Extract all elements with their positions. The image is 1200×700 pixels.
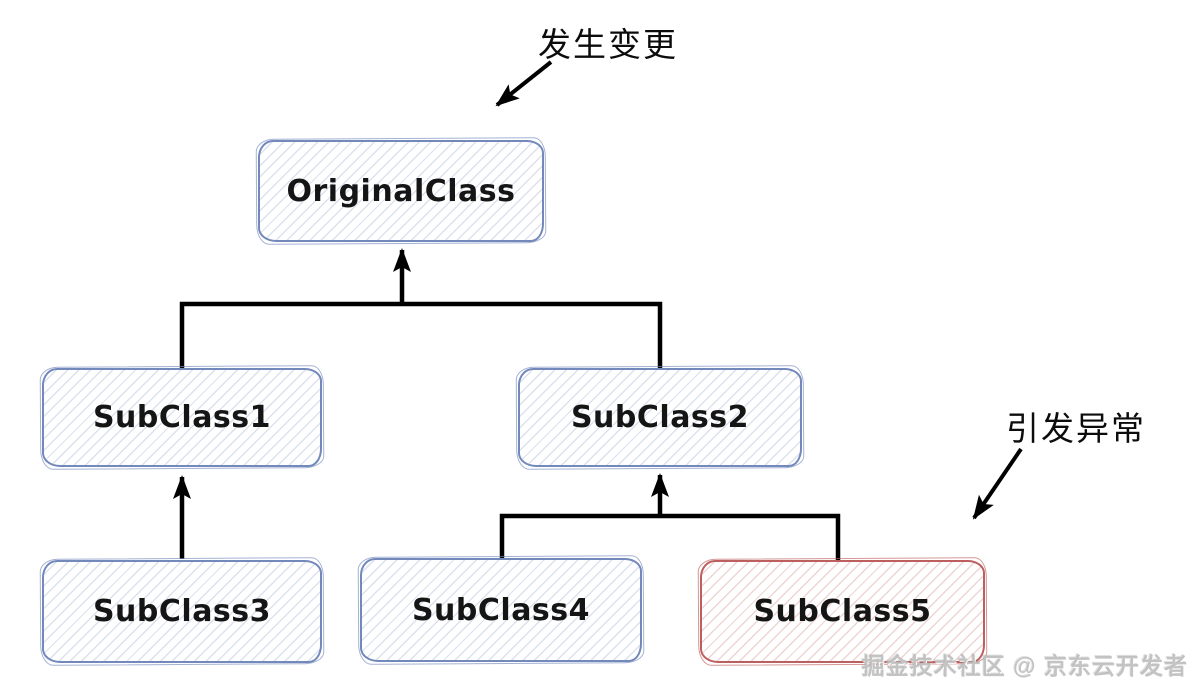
annotation-exception-label: 引发异常 bbox=[1006, 410, 1146, 447]
class-box-label: SubClass1 bbox=[92, 400, 272, 435]
class-box-subclass1: SubClass1 bbox=[42, 368, 322, 467]
class-box-label: SubClass2 bbox=[570, 400, 750, 435]
class-box-label: SubClass3 bbox=[92, 594, 272, 629]
class-box-originalclass: OriginalClass bbox=[258, 140, 544, 242]
annotation-exception-arrow bbox=[972, 447, 1023, 520]
class-box-subclass5: SubClass5 bbox=[700, 560, 985, 663]
class-box-label: SubClass4 bbox=[411, 592, 591, 628]
annotation-change-label: 发生变更 bbox=[538, 26, 678, 63]
class-box-subclass3: SubClass3 bbox=[42, 560, 322, 663]
class-box-label: SubClass5 bbox=[753, 594, 932, 629]
class-box-subclass2: SubClass2 bbox=[518, 368, 802, 467]
edge-sub1-sub2-to-original bbox=[179, 248, 663, 370]
annotation-change-arrow bbox=[495, 60, 553, 107]
watermark: 掘金技术社区 @ 京东云开发者 bbox=[861, 653, 1188, 679]
class-box-label: OriginalClass bbox=[286, 173, 516, 209]
edge-sub4-sub5-to-sub2 bbox=[499, 473, 841, 561]
class-box-subclass4: SubClass4 bbox=[360, 558, 642, 662]
